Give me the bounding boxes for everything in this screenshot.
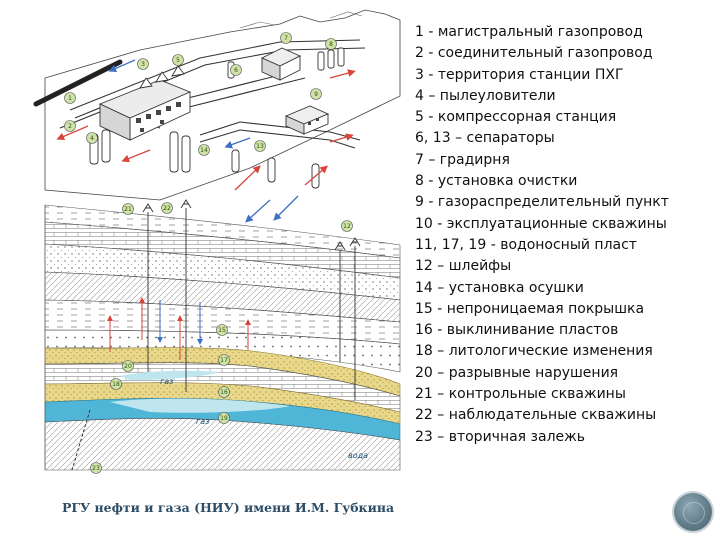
badge-13: 13 [254,140,266,152]
layer-labels: газ газ вода [160,377,368,460]
legend-item: 16 - выклинивание пластов [415,322,619,339]
legend-item: 4 – пылеуловители [415,87,556,104]
svg-text:2: 2 [68,123,72,130]
main-gas-pipeline [33,59,123,107]
nav-button[interactable] [674,493,712,531]
badge-18: 18 [110,378,122,390]
legend-item: 15 - непроницаемая покрышка [415,300,645,317]
legend-item: 14 – установка осушки [415,279,584,296]
callout-badges: 1 2 3 4 5 6 7 8 9 12 13 14 15 16 17 18 1… [64,32,353,474]
svg-text:19: 19 [220,415,228,422]
surface-flow-arrows [56,59,356,223]
svg-text:9: 9 [314,91,318,98]
svg-text:7: 7 [284,35,288,42]
svg-text:12: 12 [343,223,351,230]
badge-5: 5 [172,54,184,66]
gas-distribution-point [284,105,330,135]
badge-17: 17 [218,354,230,366]
svg-text:22: 22 [163,205,171,212]
legend-item: 11, 17, 19 - водоносный пласт [415,236,637,253]
legend-list: 1 - магистральный газопровод 2 - соедини… [415,22,715,448]
geological-section [44,204,401,471]
legend-item: 7 – градирня [415,151,510,168]
badge-20: 20 [122,360,134,372]
badge-16: 16 [218,386,230,398]
badge-15: 15 [216,324,228,336]
surface-terrain [44,9,401,201]
legend-item: 9 - газораспределительный пункт [415,194,669,211]
legend-item: 3 - территория станции ПХГ [415,66,624,83]
badge-8: 8 [325,38,337,50]
svg-text:13: 13 [256,143,264,150]
legend-item: 20 – разрывные нарушения [415,364,619,381]
layer-label-gas-2: газ [196,417,209,426]
badge-2: 2 [64,120,76,132]
svg-text:17: 17 [220,357,228,364]
badge-12: 12 [341,220,353,232]
svg-text:3: 3 [141,61,145,68]
badge-22: 22 [161,202,173,214]
svg-text:5: 5 [176,57,180,64]
svg-text:1: 1 [68,95,72,102]
svg-text:20: 20 [124,363,132,370]
legend-item: 2 - соединительный газопровод [415,45,653,62]
badge-19: 19 [218,412,230,424]
legend-item: 8 - установка очистки [415,173,578,190]
svg-text:6: 6 [234,67,238,74]
badge-3: 3 [137,58,149,70]
badge-4: 4 [86,132,98,144]
layer-label-water: вода [348,451,368,460]
cooling-tower [260,47,302,81]
legend-item: 12 – шлейфы [415,258,512,275]
svg-text:15: 15 [218,327,226,334]
svg-text:21: 21 [124,206,132,213]
footer-university: РГУ нефти и газа (НИУ) имени И.М. Губкин… [62,500,395,515]
svg-text:8: 8 [329,41,333,48]
badge-23: 23 [90,462,102,474]
legend-item: 21 – контрольные скважины [415,386,626,403]
svg-text:18: 18 [112,381,120,388]
legend-item: 1 - магистральный газопровод [415,24,643,40]
subsurface-flow-arrows [107,297,251,360]
svg-text:14: 14 [200,147,208,154]
svg-text:4: 4 [90,135,94,142]
compressor-station [98,65,192,141]
legend-item: 5 - компрессорная станция [415,109,617,126]
svg-text:23: 23 [92,465,100,472]
legend-item: 22 – наблюдательные скважины [415,407,657,424]
svg-text:16: 16 [220,389,228,396]
badge-1: 1 [64,92,76,104]
legend-item: 23 – вторичная залежь [415,428,585,445]
badge-6: 6 [230,64,242,76]
legend-item: 10 - эксплуатационные скважины [415,215,667,232]
badge-9: 9 [310,88,322,100]
wells [142,199,361,400]
purification-unit [317,47,345,71]
badge-21: 21 [122,203,134,215]
badge-7: 7 [280,32,292,44]
badge-14: 14 [198,144,210,156]
ugs-diagram: газ газ вода 1 2 3 4 5 6 7 8 9 12 13 14 … [33,9,401,474]
legend-item: 18 – литологические изменения [415,343,653,360]
layer-label-gas-1: газ [160,377,173,386]
legend-item: 6, 13 – сепараторы [415,130,555,147]
